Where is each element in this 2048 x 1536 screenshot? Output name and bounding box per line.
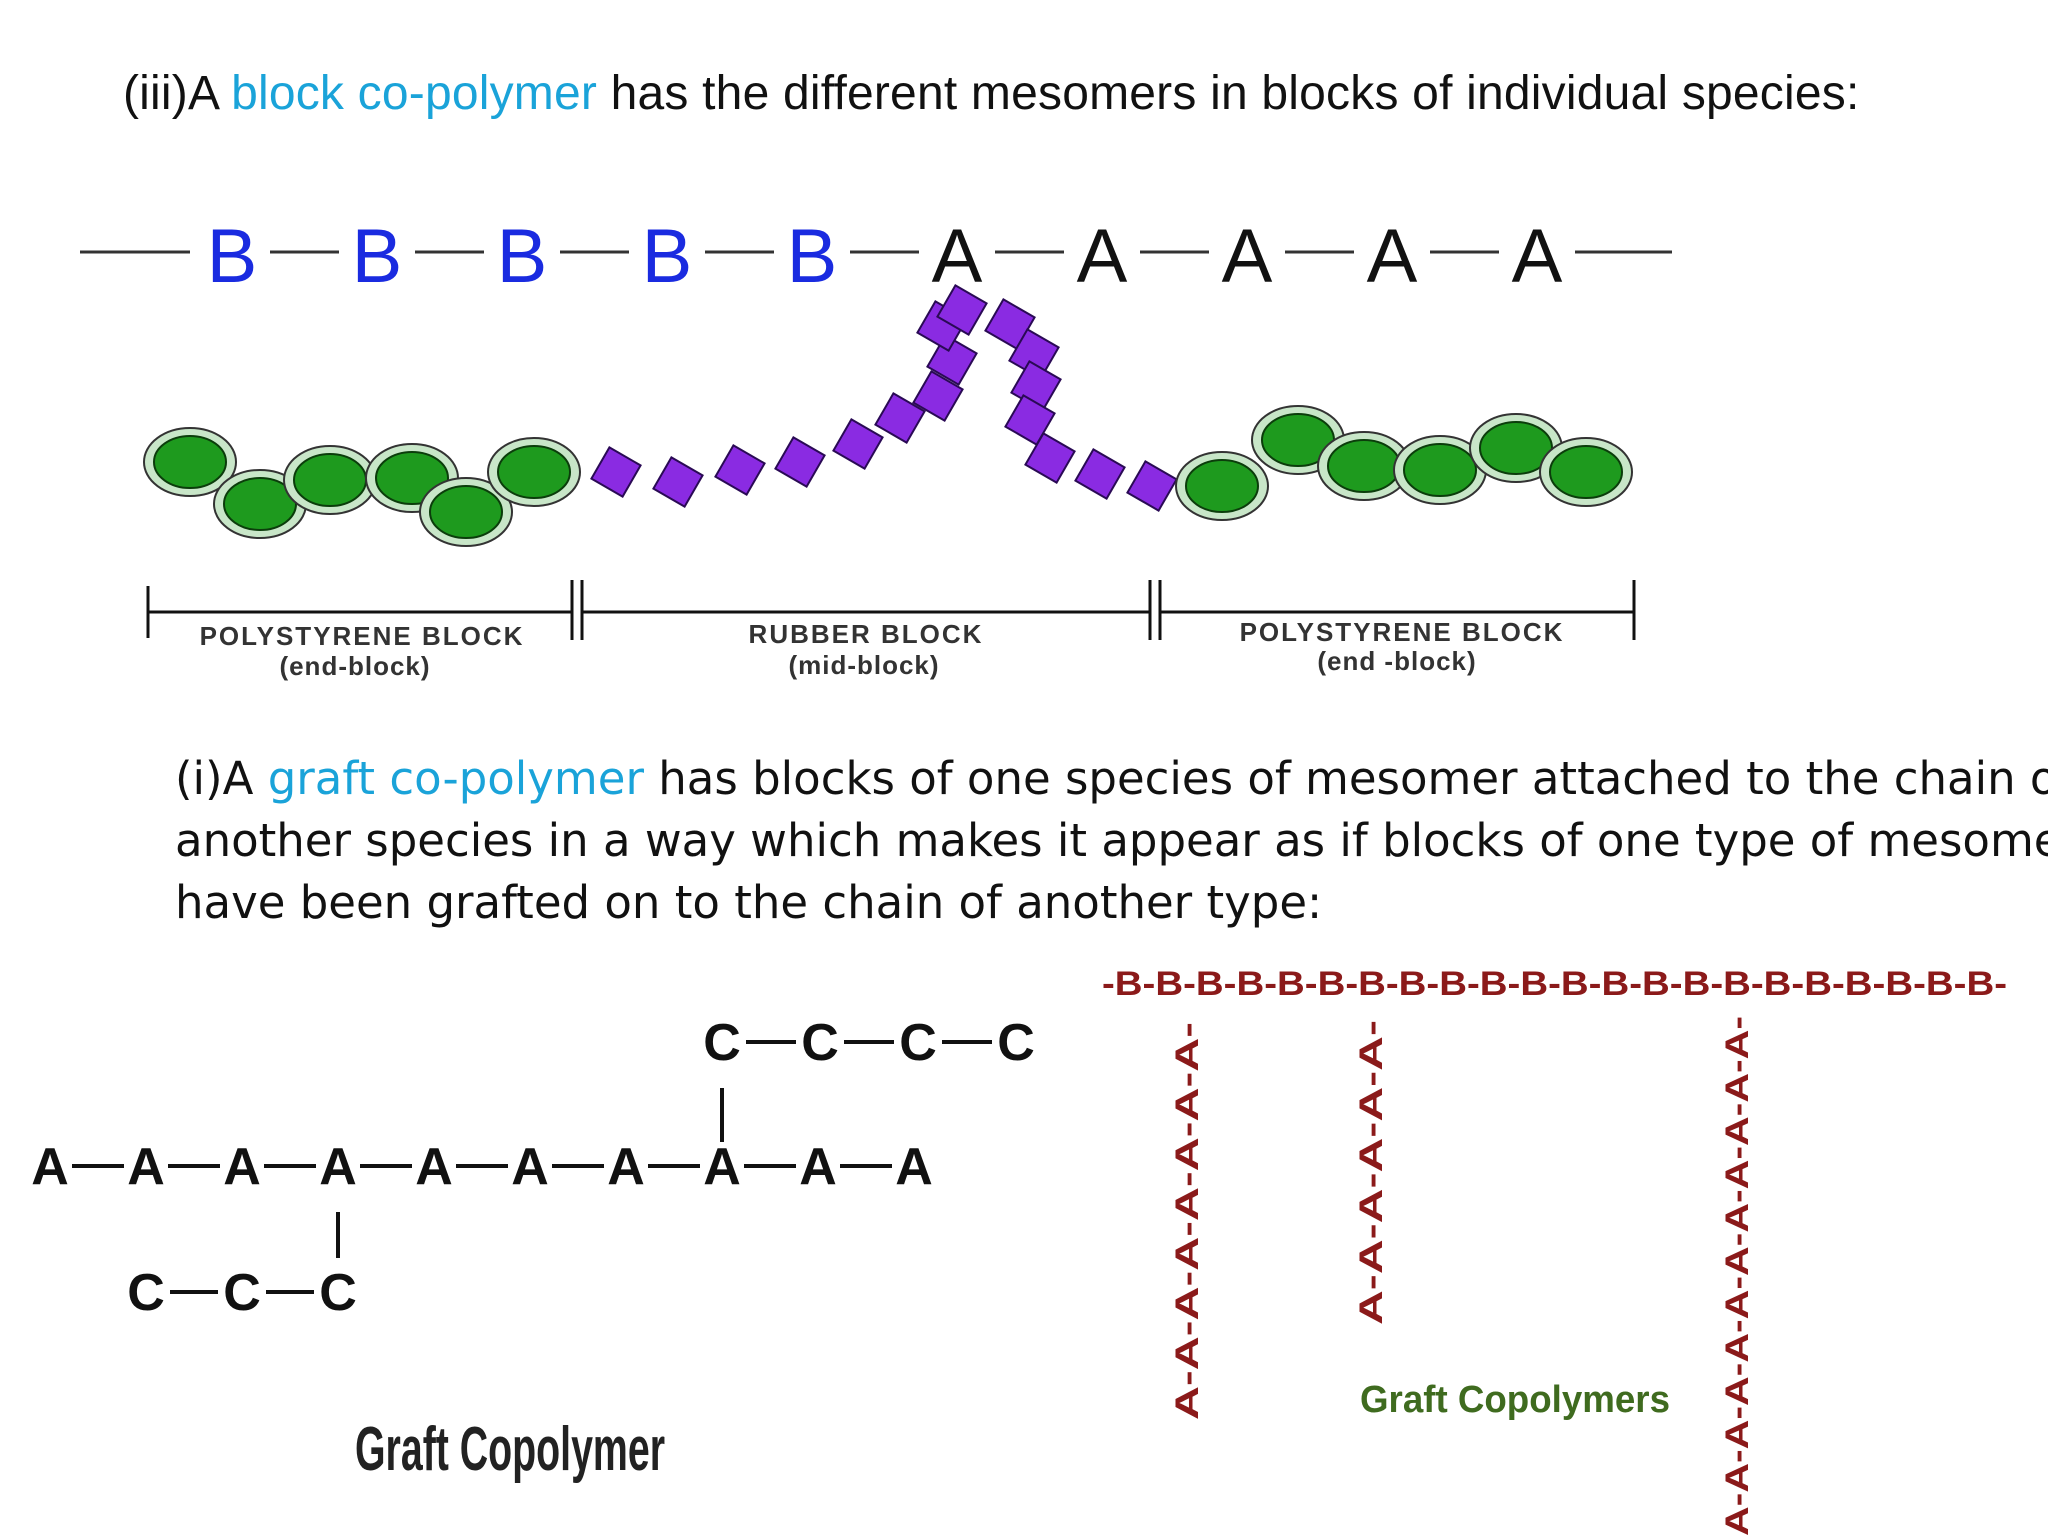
rubber-unit — [936, 284, 988, 336]
segment-2-role: (mid-block) — [788, 650, 939, 680]
polystyrene-unit — [429, 485, 503, 539]
heading-term: block co-polymer — [231, 67, 598, 120]
graft-left-lower-unit: C — [223, 1264, 261, 1322]
graft-left-upper-unit: C — [703, 1014, 741, 1072]
graft-left-lower-unit: C — [319, 1264, 357, 1322]
graft-left-lower-unit: C — [127, 1264, 165, 1322]
graft-para-line-2: another species in a way which makes it … — [175, 814, 2048, 867]
graft-left-backbone-unit: A — [31, 1138, 69, 1196]
segment-1-role: (end-block) — [279, 651, 430, 681]
rubber-unit — [590, 446, 642, 498]
segment-2-name: RUBBER BLOCK — [749, 619, 984, 649]
segment-brackets: POLYSTYRENE BLOCK (end-block) RUBBER BLO… — [146, 580, 1636, 681]
chain-unit-b: B — [497, 214, 548, 299]
graft-line1-rest: has blocks of one species of mesomer att… — [643, 752, 2048, 805]
chain-unit-a: A — [1077, 214, 1128, 299]
rubber-unit — [1004, 394, 1056, 446]
graft-left-backbone-unit: A — [607, 1138, 645, 1196]
chain-model — [143, 284, 1633, 547]
rubber-unit — [912, 370, 964, 422]
graft-left-backbone-unit: A — [703, 1138, 741, 1196]
graft-right-backbone: -B-B-B-B-B-B-B-B-B-B-B-B-B-B-B-B-B-B-B-B… — [1102, 965, 2007, 1003]
rubber-unit — [652, 456, 704, 508]
segment-1-name: POLYSTYRENE BLOCK — [200, 621, 525, 651]
chain-unit-a: A — [932, 214, 983, 299]
graft-copolymers-structure: -B-B-B-B-B-B-B-B-B-B-B-B-B-B-B-B-B-B-B-B… — [1102, 965, 2007, 1536]
polystyrene-unit — [293, 453, 367, 507]
block-copolymer-heading: (iii)A block co-polymer has the differen… — [123, 66, 1860, 121]
rubber-unit — [774, 436, 826, 488]
chain-unit-a: A — [1367, 214, 1418, 299]
rubber-unit — [1074, 448, 1126, 500]
graft-left-upper-unit: C — [997, 1014, 1035, 1072]
graft-right-branch-2: A-A-A-A-A-A- — [1353, 1020, 1389, 1325]
chain-unit-a: A — [1512, 214, 1563, 299]
graft-copolymer-paragraph: (i)A graft co-polymer has blocks of one … — [175, 748, 2048, 934]
graft-left-backbone-unit: A — [799, 1138, 837, 1196]
rubber-unit — [1024, 432, 1076, 484]
heading-prefix: (iii)A — [123, 67, 218, 120]
rubber-unit — [832, 418, 884, 470]
chain-unit-b: B — [787, 214, 838, 299]
graft-right-branch-1: A-A-A-A-A-A-A-A- — [1169, 1022, 1205, 1420]
polystyrene-unit — [1403, 443, 1477, 497]
graft-left-backbone-unit: A — [127, 1138, 165, 1196]
chain-unit-b: B — [352, 214, 403, 299]
chain-unit-a: A — [1222, 214, 1273, 299]
graft-left-backbone-unit: A — [415, 1138, 453, 1196]
rubber-unit — [1126, 460, 1178, 512]
segment-3-name: POLYSTYRENE BLOCK — [1240, 617, 1565, 647]
graft-right-branch-3: A-A-A-A-A-A-A-A-A-A-A-A- — [1719, 1016, 1755, 1536]
graft-prefix: (i)A — [175, 752, 268, 805]
rubber-unit — [874, 392, 926, 444]
graft-left-backbone-unit: A — [319, 1138, 357, 1196]
graft-para-line-3: have been grafted on to the chain of ano… — [175, 876, 1323, 929]
graft-copolymer-caption: Graft Copolymer — [355, 1415, 665, 1484]
graft-copolymers-caption: Graft Copolymers — [1360, 1379, 1670, 1421]
graft-left-backbone-unit: A — [895, 1138, 933, 1196]
graft-para-line-1: (i)A graft co-polymer has blocks of one … — [175, 748, 2048, 810]
polystyrene-unit — [153, 435, 227, 489]
graft-term: graft co-polymer — [267, 752, 644, 805]
graft-left-backbone-unit: A — [223, 1138, 261, 1196]
rubber-unit — [714, 444, 766, 496]
heading-rest: has the different mesomers in blocks of … — [610, 67, 1860, 120]
chain-unit-b: B — [207, 214, 258, 299]
rubber-unit — [926, 334, 978, 386]
polystyrene-unit — [497, 445, 571, 499]
polystyrene-unit — [1327, 439, 1401, 493]
graft-left-backbone-unit: A — [511, 1138, 549, 1196]
graft-left-upper-unit: C — [801, 1014, 839, 1072]
polystyrene-unit — [1185, 459, 1259, 513]
graft-left-upper-unit: C — [899, 1014, 937, 1072]
segment-3-role: (end -block) — [1317, 646, 1476, 676]
chain-unit-b: B — [642, 214, 693, 299]
polystyrene-unit — [1549, 445, 1623, 499]
